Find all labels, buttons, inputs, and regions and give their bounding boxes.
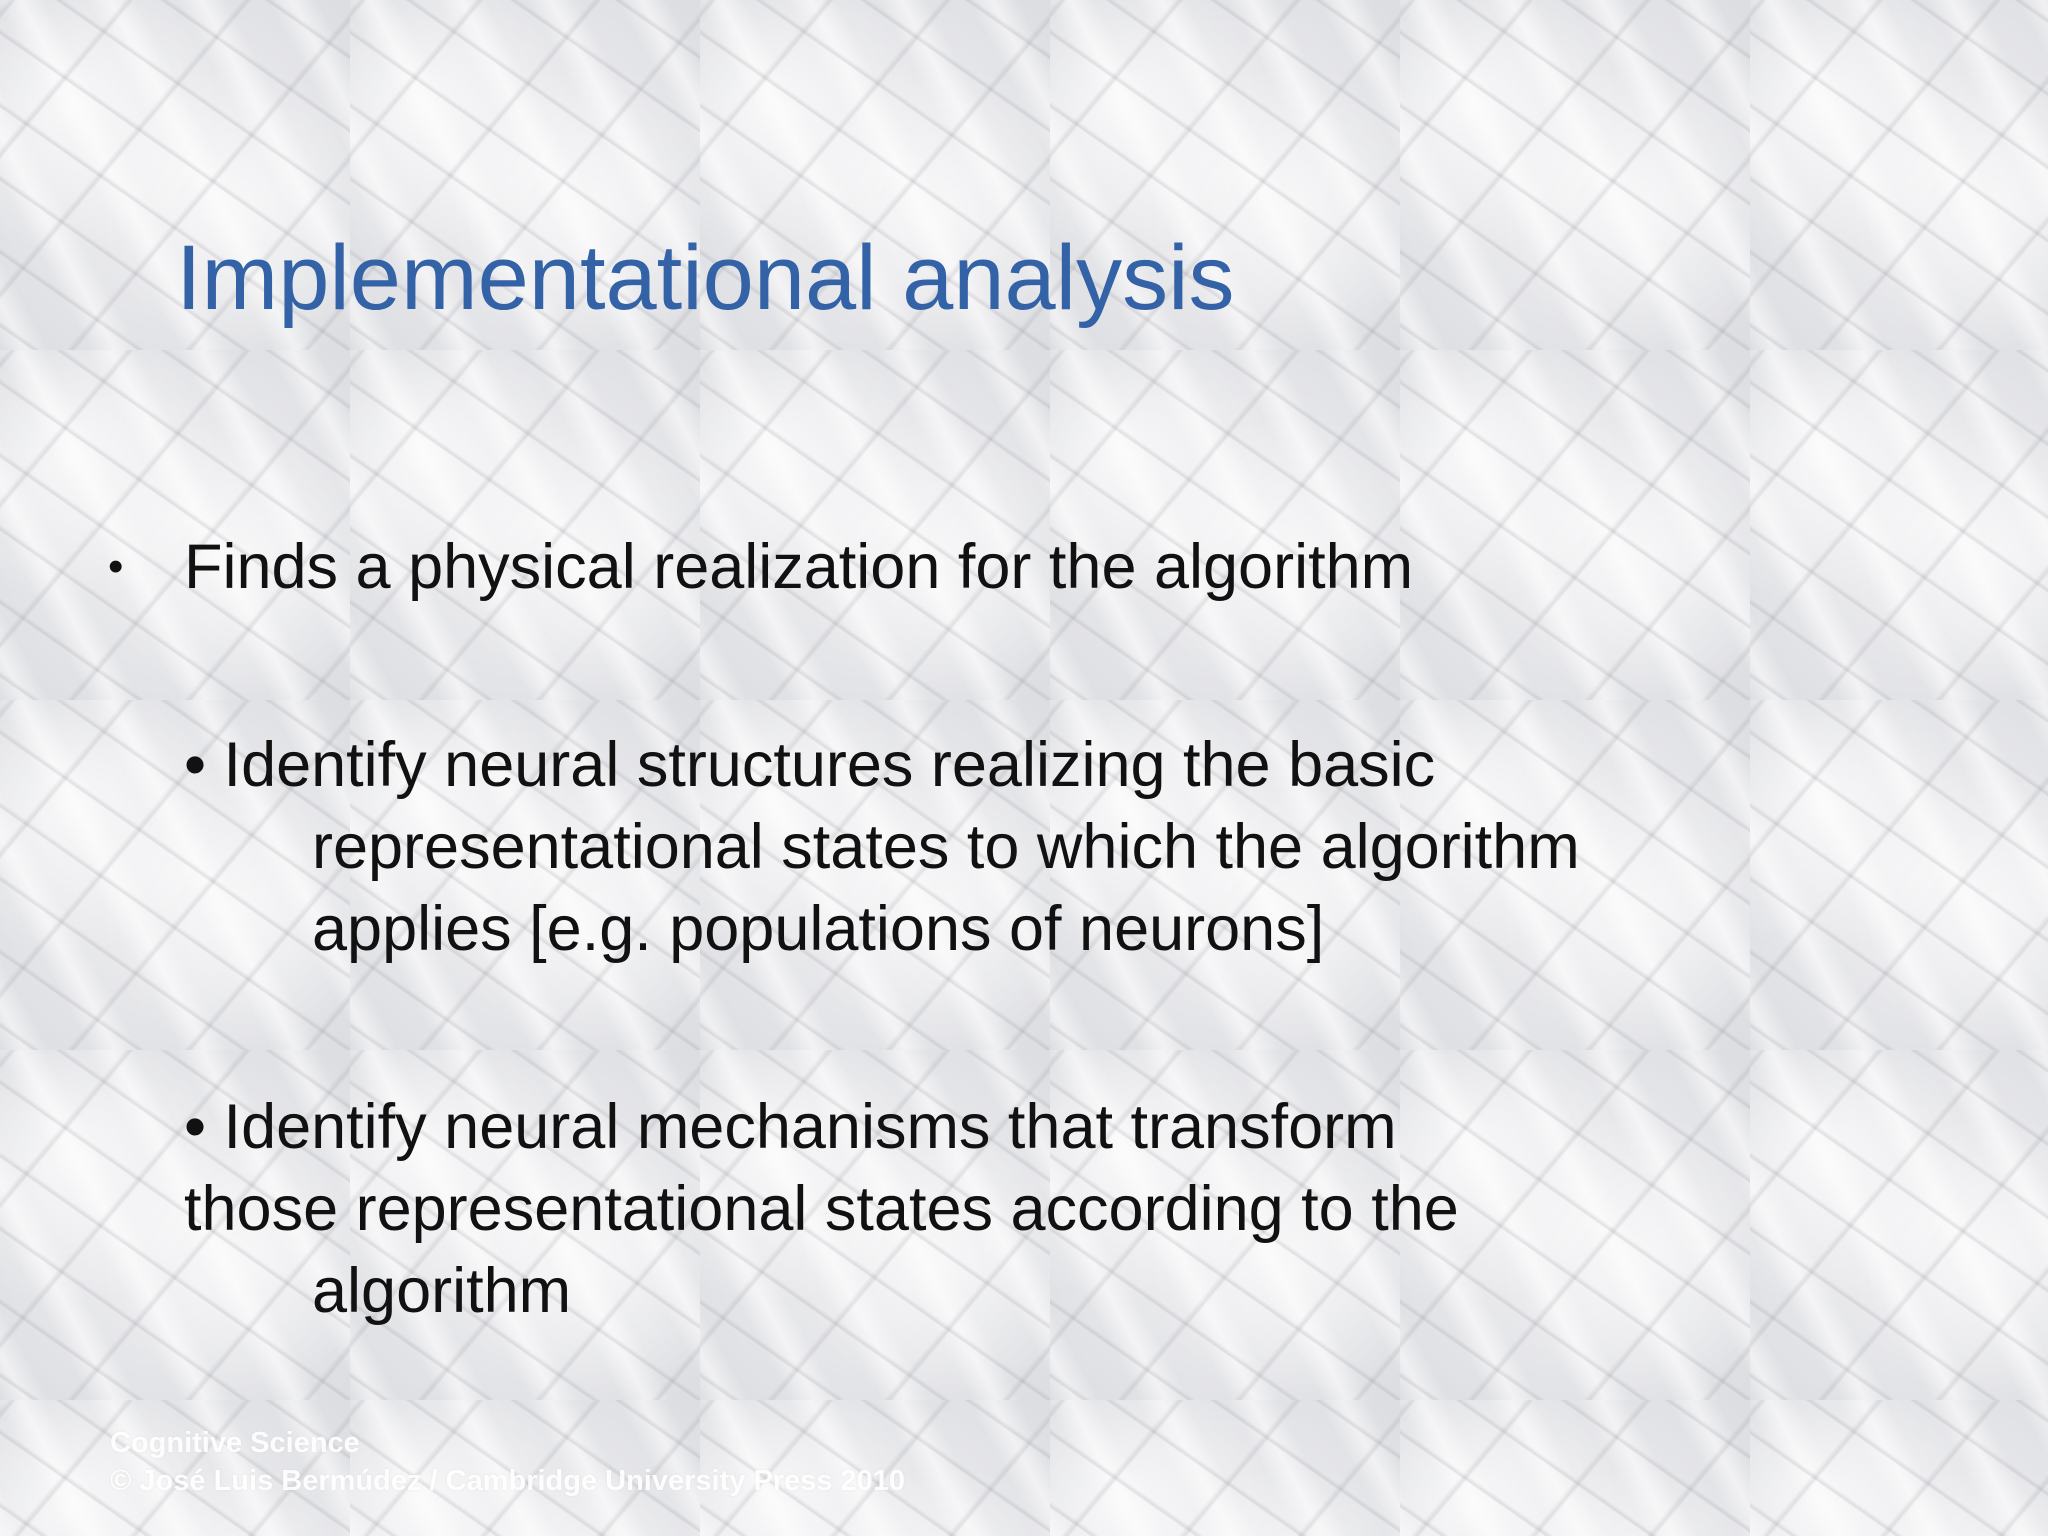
sub-bullet-item: • Identify neural mechanisms that transf… — [184, 1086, 1459, 1332]
bullet-text: Finds a physical realization for the alg… — [184, 532, 1414, 602]
sub-bullet-line: applies [e.g. populations of neurons] — [312, 894, 1325, 964]
footer-copyright: © José Luis Bermúdez / Cambridge Univers… — [110, 1465, 906, 1497]
bullet-icon: • — [108, 542, 124, 591]
slide-footer: Cognitive Science © José Luis Bermúdez /… — [110, 1424, 905, 1500]
sub-bullet-line: representational states to which the alg… — [312, 812, 1580, 882]
footer-course: Cognitive Science — [110, 1427, 360, 1459]
sub-bullet-item: • Identify neural structures realizing t… — [184, 724, 1580, 970]
sub-bullet-line: algorithm — [312, 1256, 572, 1326]
sub-bullet-line: • Identify neural structures realizing t… — [184, 730, 1436, 800]
slide-title: Implementational analysis — [176, 227, 1235, 329]
sub-bullet-line: those representational states according … — [184, 1174, 1459, 1244]
sub-bullet-line: • Identify neural mechanisms that transf… — [184, 1092, 1397, 1162]
